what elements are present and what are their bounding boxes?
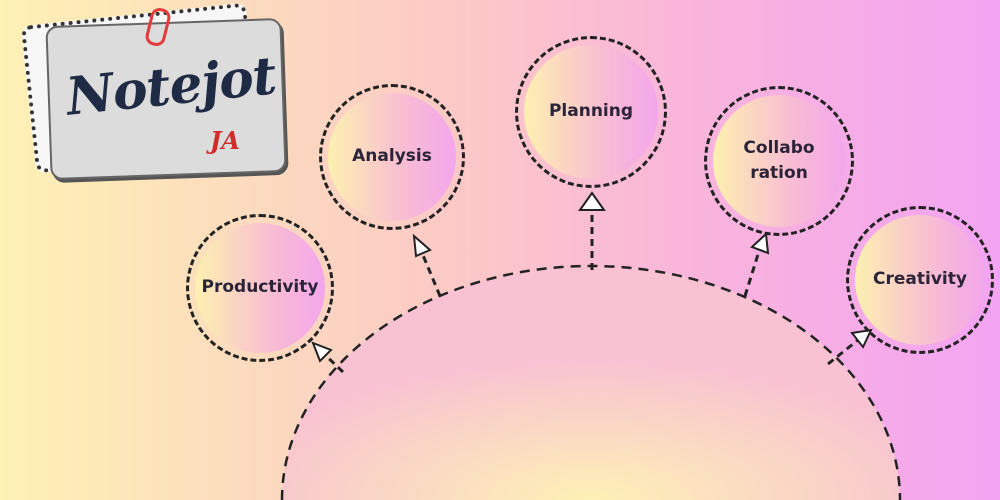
node-ring: [515, 36, 667, 188]
node-ring: [319, 84, 465, 230]
node-fill: [328, 93, 456, 221]
node-fill: [713, 95, 845, 227]
node-fill: [855, 215, 985, 345]
node-creativity: Creativity: [846, 206, 994, 354]
node-planning: Planning: [515, 36, 667, 188]
arrow-planning: [578, 191, 606, 270]
node-label-planning: Planning: [548, 101, 634, 122]
node-label-creativity: Creativity: [873, 269, 967, 290]
arrow-analysis: [412, 233, 442, 297]
node-ring: [704, 86, 854, 236]
logo-monogram: JA: [210, 126, 240, 155]
node-fill: [195, 223, 325, 353]
node-label-analysis: Analysis: [352, 146, 432, 167]
central-arc-fill: [282, 266, 900, 500]
node-fill: [524, 45, 658, 179]
node-ring: [846, 206, 994, 354]
node-productivity: Productivity: [186, 214, 334, 362]
node-collaboration: Collabo ration: [704, 86, 854, 236]
node-analysis: Analysis: [319, 84, 465, 230]
arrow-collaboration: [743, 231, 770, 297]
arrow-productivity: [311, 341, 345, 374]
arrow-creativity: [827, 328, 873, 366]
node-ring: [186, 214, 334, 362]
node-label-collaboration: Collabo ration: [743, 137, 815, 184]
node-label-productivity: Productivity: [201, 277, 319, 298]
